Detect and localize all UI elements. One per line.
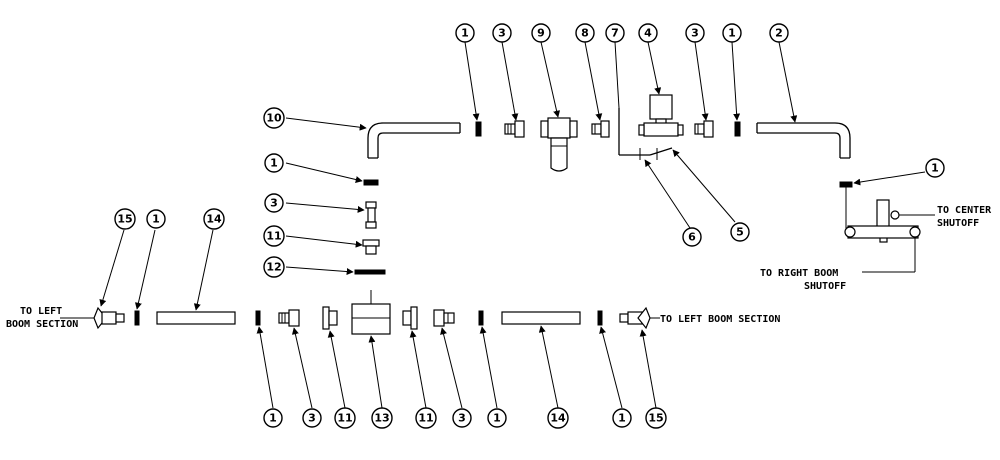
callout-top-8: 8 — [575, 23, 595, 43]
callout-top-3b: 3 — [685, 23, 705, 43]
label-to-center-a: TO CENTER — [937, 205, 992, 216]
callout-top-2: 2 — [769, 23, 789, 43]
callout-bot-13: 13 — [371, 407, 393, 429]
callout-bot-11b: 11 — [415, 407, 437, 429]
valve-bracket-7 — [618, 108, 673, 160]
leader-lines — [99, 41, 926, 409]
nut-11-right — [402, 306, 418, 330]
callout-number: 13 — [374, 412, 389, 425]
callout-number: 3 — [270, 197, 278, 210]
callout-bot-1a: 1 — [263, 408, 283, 428]
washer-1a — [475, 121, 482, 137]
callout-left-1: 1 — [146, 209, 166, 229]
washer-1h — [597, 310, 603, 326]
callout-number: 8 — [581, 27, 589, 40]
callout-number: 1 — [931, 162, 939, 175]
callout-number: 1 — [493, 412, 501, 425]
tee-13 — [351, 303, 391, 335]
washer-1g — [478, 310, 484, 326]
callout-left-15: 15 — [114, 208, 136, 230]
hose-14-left — [156, 311, 236, 325]
nozzle-body-15-left — [93, 306, 125, 330]
callout-number: 12 — [266, 261, 281, 274]
fitting-3c — [365, 201, 377, 229]
callout-number: 1 — [728, 27, 736, 40]
callout-5: 5 — [730, 222, 750, 242]
callout-number: 14 — [550, 412, 566, 425]
callout-number: 1 — [461, 27, 469, 40]
callout-number: 10 — [266, 112, 282, 125]
fitting-8 — [591, 120, 610, 138]
washer-1d — [839, 181, 853, 188]
elbow-hose-2 — [756, 122, 851, 159]
callout-top-4: 4 — [638, 23, 658, 43]
fitting-3a — [504, 120, 525, 138]
callout-number: 15 — [648, 412, 663, 425]
elbow-hose-10 — [367, 122, 461, 159]
callout-number: 11 — [266, 230, 281, 243]
callout-right-1: 1 — [925, 158, 945, 178]
solenoid-valve-4 — [638, 94, 684, 137]
label-to-left-boom-1b: BOOM SECTION — [6, 319, 78, 330]
callout-number: 11 — [337, 412, 352, 425]
nut-11-vertical — [362, 239, 380, 255]
gasket-12 — [354, 269, 386, 275]
callout-left-14: 14 — [203, 208, 225, 230]
callout-top-3: 3 — [492, 23, 512, 43]
callout-number: 7 — [611, 27, 619, 40]
callout-number: 1 — [269, 412, 277, 425]
callout-top-9: 9 — [531, 23, 551, 43]
callout-bot-3a: 3 — [302, 408, 322, 428]
callout-number: 3 — [458, 412, 466, 425]
callout-10: 10 — [263, 107, 285, 129]
fitting-3e — [433, 309, 455, 327]
callout-bot-1c: 1 — [612, 408, 632, 428]
label-to-left-boom-1a: TO LEFT — [20, 306, 62, 317]
callout-vert-1: 1 — [264, 153, 284, 173]
nut-11-left — [322, 306, 338, 330]
callout-number: 2 — [775, 27, 783, 40]
callout-number: 1 — [618, 412, 626, 425]
callout-6: 6 — [682, 227, 702, 247]
callout-number: 3 — [498, 27, 506, 40]
callout-number: 1 — [152, 213, 160, 226]
callout-number: 14 — [206, 213, 222, 226]
callout-number: 5 — [736, 226, 744, 239]
label-to-left-boom-2: TO LEFT BOOM SECTION — [660, 314, 780, 325]
label-to-center-b: SHUTOFF — [937, 218, 979, 229]
callout-bot-1b: 1 — [487, 408, 507, 428]
callout-number: 6 — [688, 231, 696, 244]
hose-14-right — [501, 311, 581, 325]
nozzle-body-15-right — [619, 306, 651, 330]
washer-1c — [363, 179, 379, 186]
callout-number: 15 — [117, 213, 132, 226]
line-strainer-9 — [540, 117, 578, 172]
washer-1b — [734, 121, 741, 137]
label-to-right-boom-a: TO RIGHT BOOM — [760, 268, 838, 279]
callout-top-7: 7 — [605, 23, 625, 43]
callout-vert-11: 11 — [263, 225, 285, 247]
fitting-3d — [278, 309, 300, 327]
callout-bot-15: 15 — [645, 407, 667, 429]
callout-bot-14: 14 — [547, 407, 569, 429]
callout-vert-3: 3 — [264, 193, 284, 213]
washer-1f — [255, 310, 261, 326]
label-to-right-boom-b: SHUTOFF — [804, 281, 846, 292]
callout-number: 11 — [418, 412, 433, 425]
callout-number: 3 — [308, 412, 316, 425]
callout-number: 3 — [691, 27, 699, 40]
callout-number: 9 — [537, 27, 545, 40]
callout-bot-3b: 3 — [452, 408, 472, 428]
boom-shutoff-valve — [844, 199, 921, 243]
fitting-3b — [694, 120, 714, 138]
callout-number: 1 — [270, 157, 278, 170]
callout-number: 4 — [644, 27, 652, 40]
callout-top-1b: 1 — [722, 23, 742, 43]
callout-bot-11a: 11 — [334, 407, 356, 429]
callout-vert-12: 12 — [263, 256, 285, 278]
callout-top-1: 1 — [455, 23, 475, 43]
washer-1e — [134, 310, 140, 326]
